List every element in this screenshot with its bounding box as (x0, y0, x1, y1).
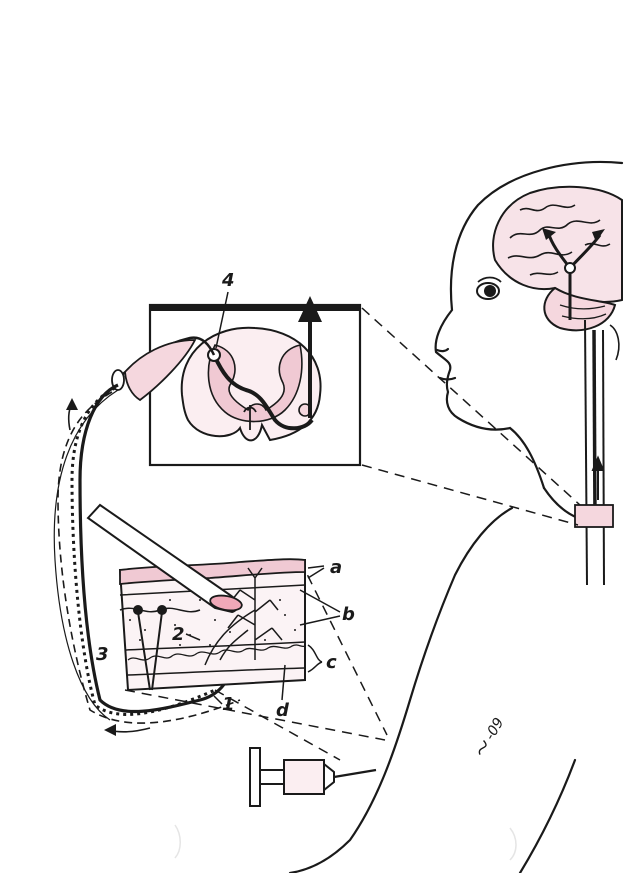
spinal-cross-section-panel: 4 (112, 270, 360, 465)
syringe (250, 748, 376, 806)
cord-segment-box (575, 505, 613, 527)
fibre-thin (54, 390, 118, 720)
eye (477, 278, 501, 300)
ascending-tract (594, 330, 595, 520)
spinal-column (575, 320, 619, 585)
shoulder-outline (290, 508, 512, 873)
svg-text:-09: -09 (482, 715, 507, 743)
label-4: 4 (221, 270, 235, 291)
thalamus-node (565, 263, 575, 273)
label-2: 2 (172, 624, 185, 645)
brain (493, 187, 622, 330)
label-b: b (342, 604, 355, 625)
skin-block (120, 559, 305, 690)
syringe-needle (334, 770, 376, 777)
artist-signature: -09 (473, 715, 507, 758)
neck-front (544, 488, 578, 518)
cerebrum (493, 187, 622, 302)
label-a: a (330, 557, 342, 578)
label-c: c (326, 652, 337, 673)
label-d: d (276, 700, 290, 721)
paper-hole-right (510, 828, 516, 860)
arm-outline (520, 760, 575, 873)
label-3: 3 (96, 644, 109, 665)
nostril (437, 349, 448, 351)
paper-hole-left (175, 825, 180, 858)
label-1: 1 (222, 694, 235, 715)
